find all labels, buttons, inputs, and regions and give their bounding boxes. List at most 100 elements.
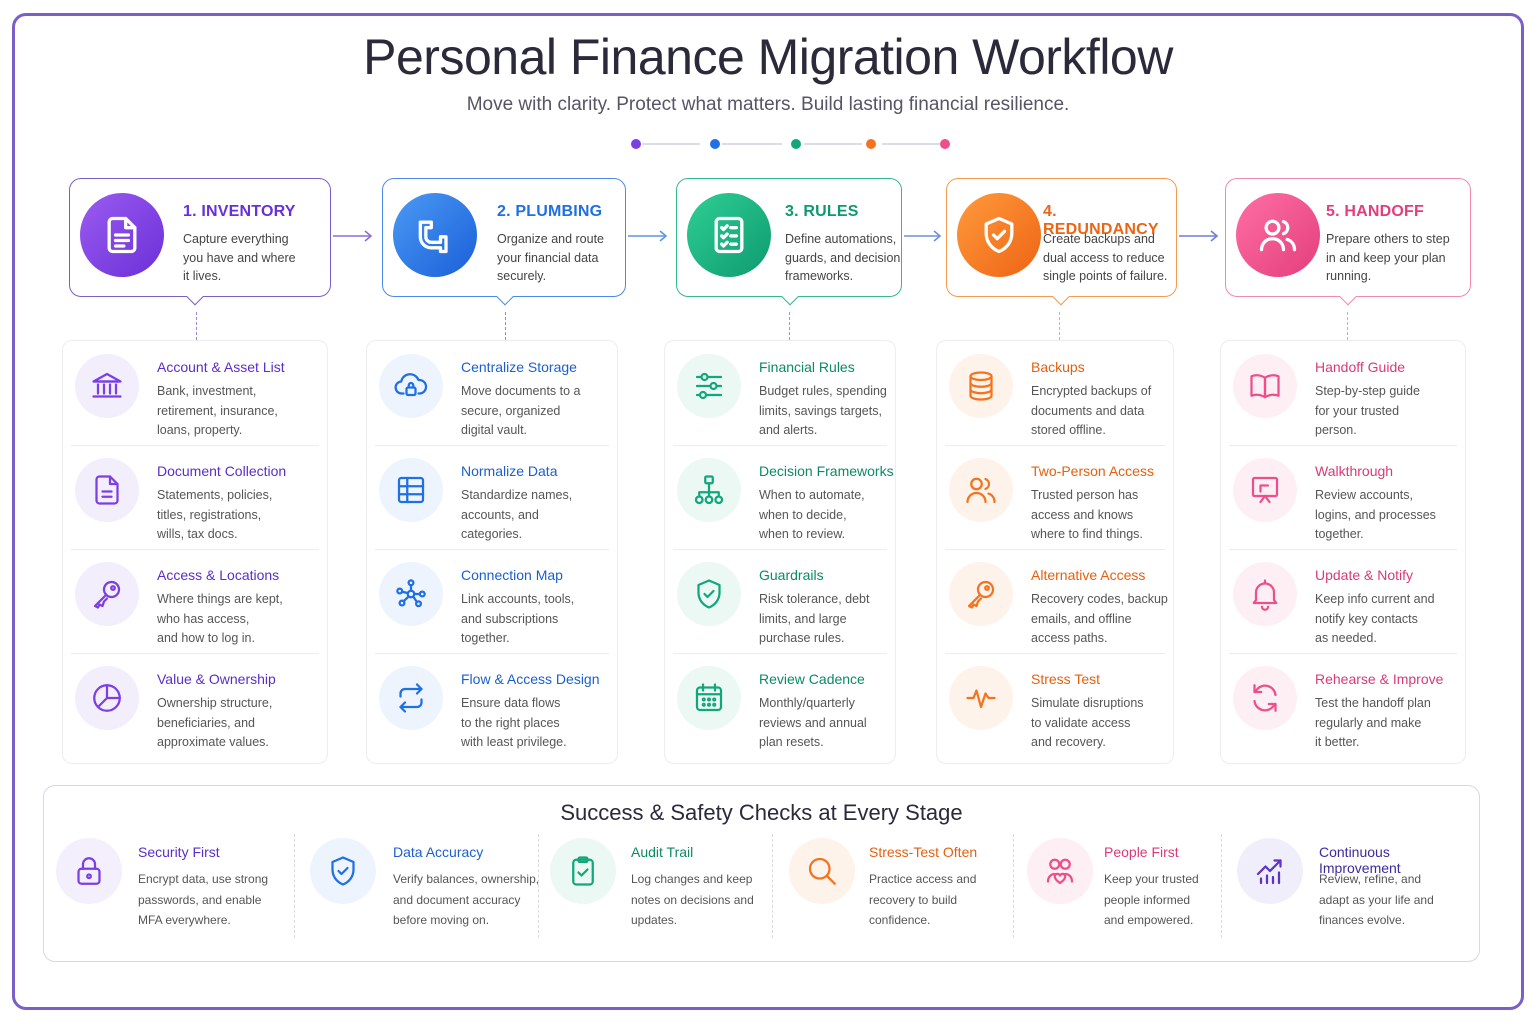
item-description: Where things are kept,who has access,and… xyxy=(157,592,283,645)
item-title: Financial Rules xyxy=(759,359,855,375)
growth-chart-icon xyxy=(1237,838,1303,904)
list-item: Connection Map Link accounts, tools,and … xyxy=(367,549,617,653)
connector-line xyxy=(505,312,506,340)
flowchart-icon xyxy=(677,458,741,522)
item-title: Alternative Access xyxy=(1031,567,1146,583)
bell-icon xyxy=(1233,562,1297,626)
list-item: Account & Asset List Bank, investment,re… xyxy=(63,341,327,445)
list-item: Access & Locations Where things are kept… xyxy=(63,549,327,653)
stage-title: 5. HANDOFF xyxy=(1326,203,1424,220)
item-title: Account & Asset List xyxy=(157,359,285,375)
pulse-icon xyxy=(949,666,1013,730)
list-item: Document Collection Statements, policies… xyxy=(63,445,327,549)
refresh-icon xyxy=(1233,666,1297,730)
shield-check-icon xyxy=(310,838,376,904)
pie-chart-icon xyxy=(75,666,139,730)
item-title: Stress Test xyxy=(1031,671,1100,687)
item-description: Statements, policies,titles, registratio… xyxy=(157,488,273,541)
item-title: Rehearse & Improve xyxy=(1315,671,1444,687)
progress-dots xyxy=(620,136,960,152)
arrow-icon xyxy=(904,230,942,242)
arrow-icon xyxy=(333,230,373,242)
book-icon xyxy=(1233,354,1297,418)
column-inventory: Account & Asset List Bank, investment,re… xyxy=(62,340,328,764)
item-title: Handoff Guide xyxy=(1315,359,1406,375)
list-item: Alternative Access Recovery codes, backu… xyxy=(937,549,1173,653)
list-item: Rehearse & Improve Test the handoff plan… xyxy=(1221,653,1465,757)
item-title: Normalize Data xyxy=(461,463,558,479)
connector-line xyxy=(1059,312,1060,340)
item-description: When to automate,when to decide,when to … xyxy=(759,488,865,541)
network-icon xyxy=(379,562,443,626)
connector-line xyxy=(1347,312,1348,340)
stage-rules: 3. RULES Define automations,guards, and … xyxy=(676,178,902,306)
check-data-accuracy: Data Accuracy Verify balances, ownership… xyxy=(310,836,540,946)
clipboard-check-icon xyxy=(550,838,616,904)
item-title: Review Cadence xyxy=(759,671,865,687)
item-title: Update & Notify xyxy=(1315,567,1414,583)
sliders-icon xyxy=(677,354,741,418)
key-icon xyxy=(75,562,139,626)
list-item: Walkthrough Review accounts,logins, and … xyxy=(1221,445,1465,549)
dot-inventory xyxy=(631,139,641,149)
item-title: Connection Map xyxy=(461,567,563,583)
page-subtitle: Move with clarity. Protect what matters.… xyxy=(466,94,1070,115)
item-title: Flow & Access Design xyxy=(461,671,600,687)
shield-check-icon xyxy=(957,193,1041,277)
table-icon xyxy=(379,458,443,522)
bank-icon xyxy=(75,354,139,418)
check-title: Stress-Test Often xyxy=(869,844,978,860)
cloud-lock-icon xyxy=(379,354,443,418)
stage-title: 3. RULES xyxy=(785,203,859,220)
page-title: Personal Finance Migration Workflow xyxy=(363,29,1173,85)
key-icon xyxy=(949,562,1013,626)
people-heart-icon xyxy=(1027,838,1093,904)
check-description: Verify balances, ownership,and document … xyxy=(393,872,540,927)
item-title: Document Collection xyxy=(157,463,287,479)
sync-arrows-icon xyxy=(379,666,443,730)
connector-line xyxy=(789,312,790,340)
item-title: Access & Locations xyxy=(157,567,280,583)
arrow-icon xyxy=(628,230,668,242)
stage-title: 4. REDUNDANCY xyxy=(1043,203,1159,238)
page-frame xyxy=(12,13,1524,1010)
checklist-icon xyxy=(687,193,771,277)
magnifier-icon xyxy=(789,838,855,904)
document-icon xyxy=(80,193,164,277)
people-icon xyxy=(1236,193,1320,277)
